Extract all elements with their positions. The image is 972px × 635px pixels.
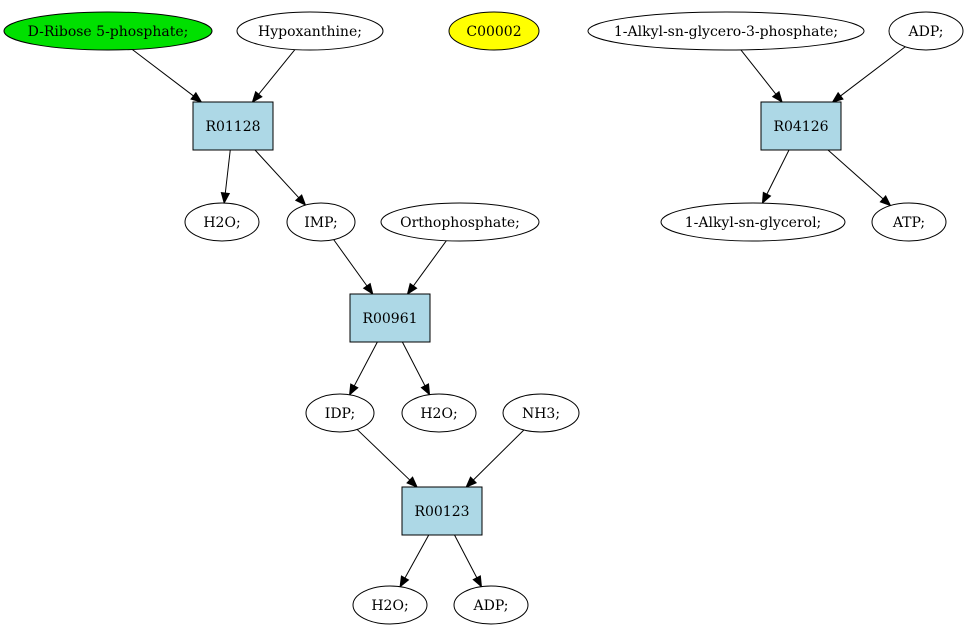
arrowhead-icon xyxy=(831,91,844,103)
node-d-ribose-5-phosphate[interactable]: D-Ribose 5-phosphate; xyxy=(3,11,213,51)
compound-shape xyxy=(401,393,477,433)
edge-line xyxy=(473,429,525,481)
node-atp[interactable]: ATP; xyxy=(871,202,947,242)
node-r01128[interactable]: R01128 xyxy=(192,101,274,151)
compound-shape xyxy=(502,393,580,433)
compound-label: IDP; xyxy=(325,406,355,422)
node-nh3[interactable]: NH3; xyxy=(502,393,580,433)
node-h2o-a[interactable]: H2O; xyxy=(184,202,260,242)
arrowhead-icon xyxy=(362,282,374,296)
compound-label: C00002 xyxy=(466,24,521,40)
compound-label: NH3; xyxy=(522,406,560,422)
reaction-label: R01128 xyxy=(205,119,260,135)
node-idp[interactable]: IDP; xyxy=(305,393,375,433)
compound-shape xyxy=(888,11,964,51)
reaction-shape xyxy=(760,101,842,151)
edge-line xyxy=(333,239,368,287)
edge-line xyxy=(132,49,194,97)
reaction-label: R04126 xyxy=(773,119,828,135)
edge-line xyxy=(740,49,777,95)
node-h2o-b[interactable]: H2O; xyxy=(401,393,477,433)
compound-label: ADP; xyxy=(473,598,509,614)
compound-shape xyxy=(352,585,428,625)
edge-line xyxy=(254,149,300,199)
arrowhead-icon xyxy=(348,383,359,396)
compound-label: Orthophosphate; xyxy=(400,215,520,231)
arrowhead-icon xyxy=(406,282,418,296)
compound-label: D-Ribose 5-phosphate; xyxy=(28,24,189,40)
compound-shape xyxy=(184,202,260,242)
arrowhead-icon xyxy=(406,476,418,488)
node-r00961[interactable]: R00961 xyxy=(349,293,431,343)
edge-line xyxy=(258,49,296,95)
edge-line xyxy=(454,534,478,579)
compound-label: ADP; xyxy=(908,24,944,40)
edge-line xyxy=(766,149,790,195)
edge-line xyxy=(353,341,378,387)
compound-shape xyxy=(305,393,375,433)
arrowhead-icon xyxy=(294,194,307,207)
node-h2o-c[interactable]: H2O; xyxy=(352,585,428,625)
arrowhead-icon xyxy=(879,195,892,207)
edge-line xyxy=(224,149,231,194)
compound-shape xyxy=(587,11,865,51)
compound-label: H2O; xyxy=(420,406,457,422)
reaction-shape xyxy=(192,101,274,151)
compound-label: IMP; xyxy=(304,215,338,231)
arrowhead-icon xyxy=(190,91,203,103)
node-alkyl-glycero-3-phosphate[interactable]: 1-Alkyl-sn-glycero-3-phosphate; xyxy=(587,11,865,51)
compound-label: 1-Alkyl-sn-glycero-3-phosphate; xyxy=(614,24,838,40)
reaction-label: R00123 xyxy=(414,504,469,520)
node-alkyl-glycerol[interactable]: 1-Alkyl-sn-glycerol; xyxy=(660,202,846,242)
edge-line xyxy=(827,149,884,200)
compound-shape xyxy=(236,11,384,51)
compound-shape xyxy=(448,11,540,51)
reaction-shape xyxy=(349,293,431,343)
node-adp-top[interactable]: ADP; xyxy=(888,11,964,51)
compound-shape xyxy=(3,11,213,51)
node-c00002[interactable]: C00002 xyxy=(448,11,540,51)
arrowhead-icon xyxy=(771,90,783,104)
node-r00123[interactable]: R00123 xyxy=(401,486,483,536)
arrowhead-icon xyxy=(220,192,231,205)
compound-shape xyxy=(286,202,356,242)
compound-label: H2O; xyxy=(203,215,240,231)
compound-shape xyxy=(660,202,846,242)
arrowhead-icon xyxy=(251,90,263,104)
edge-line xyxy=(404,534,430,579)
node-imp[interactable]: IMP; xyxy=(286,202,356,242)
compound-label: 1-Alkyl-sn-glycerol; xyxy=(685,215,822,231)
compound-shape xyxy=(871,202,947,242)
arrowhead-icon xyxy=(399,575,410,588)
reaction-shape xyxy=(401,486,483,536)
edge-line xyxy=(412,240,447,287)
edge-line xyxy=(356,429,411,481)
node-adp-bottom[interactable]: ADP; xyxy=(453,585,529,625)
compound-label: ATP; xyxy=(892,215,925,231)
arrowhead-icon xyxy=(420,383,431,396)
compound-label: Hypoxanthine; xyxy=(258,24,362,40)
reaction-label: R00961 xyxy=(362,311,417,327)
edge-line xyxy=(840,46,906,97)
compound-shape xyxy=(380,202,540,242)
node-hypoxanthine[interactable]: Hypoxanthine; xyxy=(236,11,384,51)
arrowhead-icon xyxy=(761,191,772,205)
node-orthophosphate[interactable]: Orthophosphate; xyxy=(380,202,540,242)
arrowhead-icon xyxy=(472,575,483,588)
compound-label: H2O; xyxy=(371,598,408,614)
compound-shape xyxy=(453,585,529,625)
arrowhead-icon xyxy=(465,476,478,488)
edges-layer xyxy=(132,46,906,588)
node-r04126[interactable]: R04126 xyxy=(760,101,842,151)
edge-line xyxy=(401,341,426,386)
